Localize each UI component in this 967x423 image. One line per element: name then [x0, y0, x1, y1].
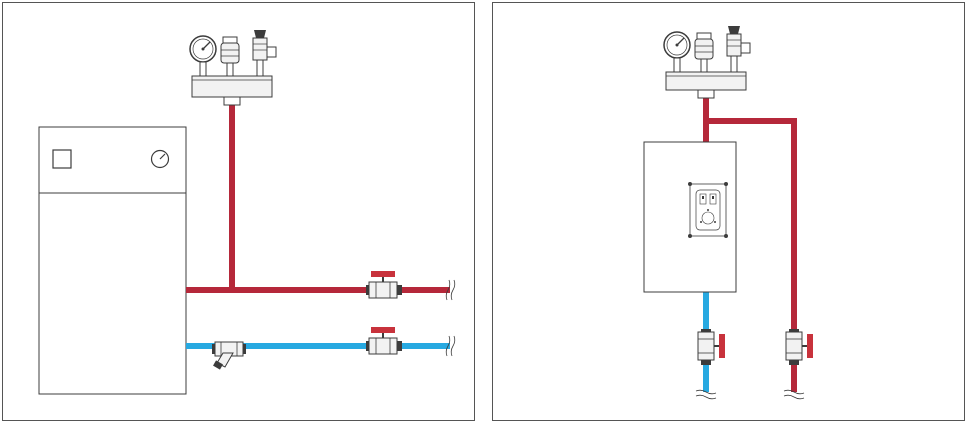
safety-valve-icon: [252, 30, 277, 77]
control-panel-icon: [688, 182, 728, 238]
safety-group-right: [663, 26, 751, 99]
pipe-break-marks-left: [445, 279, 456, 357]
floor-boiler: [38, 126, 187, 395]
right-panel-frame: [492, 2, 965, 421]
thermometer-icon: [150, 149, 170, 169]
ball-valve-icon[interactable]: [366, 271, 402, 299]
wall-electric-boiler: [643, 141, 737, 293]
safety-group-manifold: [665, 71, 747, 99]
ball-valve-icon[interactable]: [697, 329, 725, 365]
boiler-body: [38, 126, 187, 395]
air-vent-icon: [220, 36, 240, 77]
left-hot-pipes: [186, 100, 450, 293]
switch-icon: [52, 149, 72, 169]
ball-valve-icon[interactable]: [785, 329, 813, 365]
left-panel: [2, 2, 475, 421]
pressure-gauge-icon: [663, 31, 691, 73]
pipe-break-marks-right: [695, 389, 805, 400]
right-panel: [492, 2, 965, 421]
left-panel-frame: [2, 2, 475, 421]
pressure-gauge-icon: [189, 35, 217, 77]
air-vent-icon: [694, 32, 714, 73]
boiler-body: [643, 141, 737, 293]
safety-group-left: [189, 30, 277, 106]
ball-valve-icon[interactable]: [366, 327, 402, 355]
safety-group-manifold: [191, 75, 273, 106]
safety-valve-icon: [726, 26, 751, 73]
y-strainer-icon[interactable]: [212, 341, 246, 370]
